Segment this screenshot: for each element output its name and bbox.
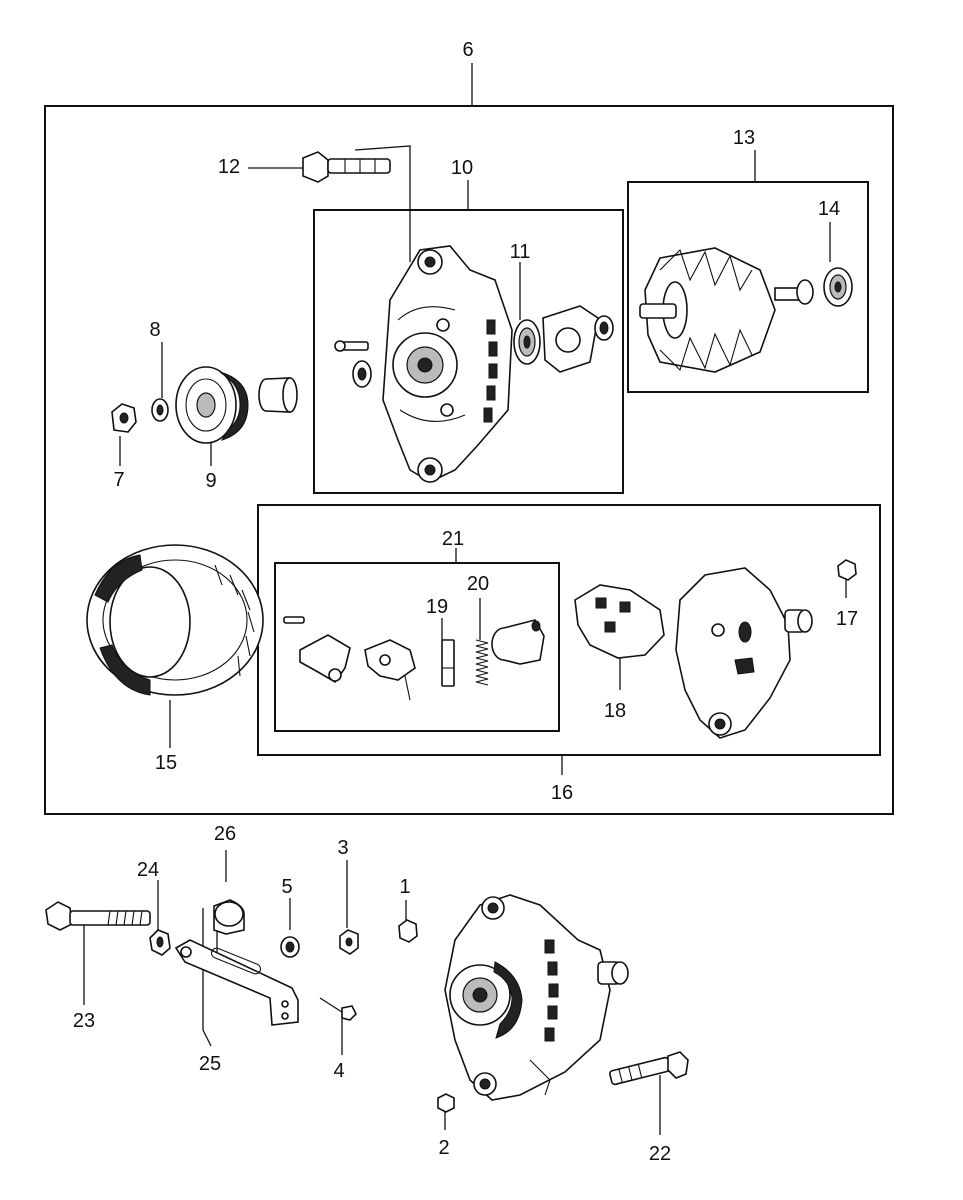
callout-23: 23 [73, 1010, 95, 1032]
long-bolt-part [302, 151, 391, 183]
voltage-regulator-part [574, 584, 665, 659]
bushing-part [213, 899, 245, 935]
lower-bolt-part [609, 1051, 689, 1086]
callout-1: 1 [399, 876, 410, 898]
brush-cap-part [491, 619, 545, 665]
front-housing-part [334, 245, 513, 483]
callout-10: 10 [451, 157, 473, 179]
small-washer-part [280, 936, 300, 958]
callout-9: 9 [205, 470, 216, 492]
pulley-nut-part [111, 403, 137, 433]
hex-nut-part [398, 919, 418, 943]
callout-13: 13 [733, 127, 755, 149]
callout-14: 14 [818, 198, 840, 220]
brush-terminal-plate-part [299, 634, 351, 684]
rotor-part [639, 247, 853, 373]
callout-24: 24 [137, 859, 159, 881]
bolt-washer-part [149, 929, 171, 956]
callout-2: 2 [438, 1137, 449, 1159]
callout-20: 20 [467, 573, 489, 595]
callout-4: 4 [333, 1060, 344, 1082]
callout-21: 21 [442, 528, 464, 550]
pulley-part [175, 366, 249, 444]
callout-18: 18 [604, 700, 626, 722]
spacer-collar-part [258, 377, 298, 413]
front-bearing-part [513, 305, 614, 373]
small-bolt-part [319, 997, 357, 1021]
brush-holder-screw-part [283, 616, 305, 624]
callout-labels: 6 12 10 13 14 11 8 7 9 21 20 19 17 18 15… [73, 39, 858, 1165]
brush-holder-part [364, 639, 416, 701]
rotor-box [627, 181, 869, 393]
callout-7: 7 [113, 469, 124, 491]
alternator-assembly-box [44, 105, 894, 815]
brush-part [441, 639, 455, 687]
callout-17: 17 [836, 608, 858, 630]
callout-3: 3 [337, 837, 348, 859]
callout-15: 15 [155, 752, 177, 774]
leader-lines [83, 63, 847, 1135]
small-nut-part [339, 929, 359, 955]
callout-22: 22 [649, 1143, 671, 1165]
brush-kit-box [274, 562, 560, 732]
callout-5: 5 [281, 876, 292, 898]
rear-nut-part [837, 559, 857, 581]
callout-16: 16 [551, 782, 573, 804]
callout-6: 6 [462, 39, 473, 61]
callout-25: 25 [199, 1053, 221, 1075]
bottom-nut-part [437, 1093, 455, 1113]
callout-12: 12 [218, 156, 240, 178]
complete-alternator-part [444, 894, 629, 1101]
pulley-washer-part [151, 398, 169, 422]
callout-8: 8 [149, 319, 160, 341]
callout-11: 11 [510, 241, 531, 263]
mounting-bolt-part [45, 901, 151, 931]
callout-26: 26 [214, 823, 236, 845]
adjusting-bracket-part [174, 939, 299, 1026]
brush-spring-part [475, 639, 489, 686]
callout-19: 19 [426, 596, 448, 618]
rear-housing-part [675, 567, 813, 739]
stator-part [86, 544, 264, 696]
